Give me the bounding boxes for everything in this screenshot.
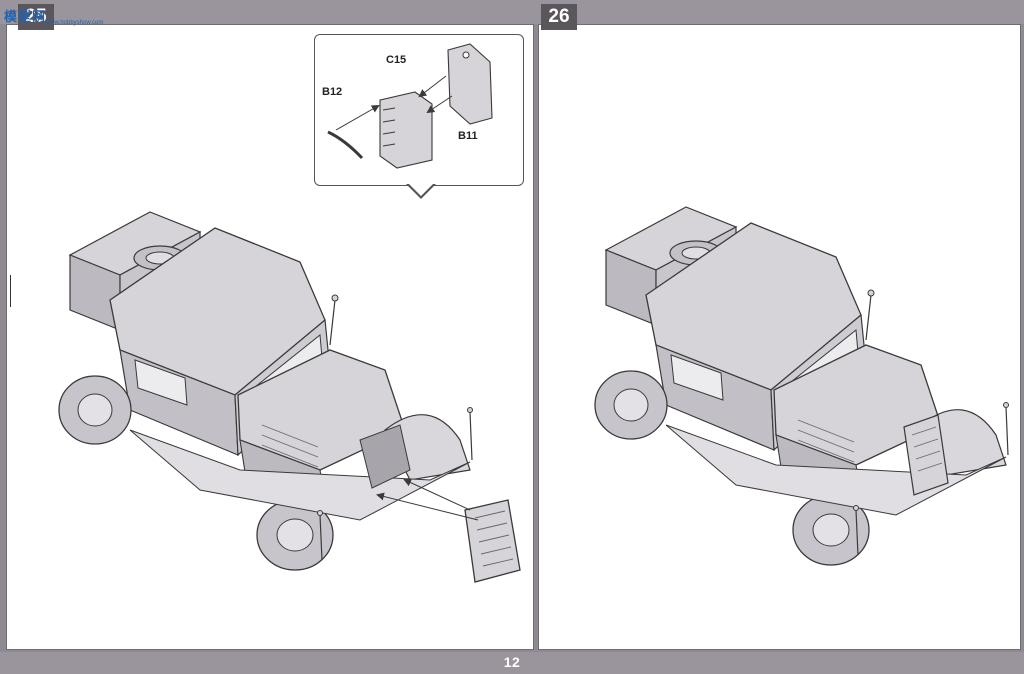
top-band	[0, 0, 1024, 24]
step-26-panel	[538, 24, 1021, 650]
part-label-b11: B11	[458, 130, 478, 142]
step-25-truck	[58, 211, 474, 571]
binding-mark	[10, 275, 11, 307]
watermark-url: www.hobbyshow.com	[46, 20, 104, 26]
grille-part	[376, 478, 521, 583]
part-label-b12: B12	[322, 86, 343, 98]
step-number-25: 25	[18, 4, 54, 30]
page-number: 12	[503, 654, 521, 670]
step-26-truck	[594, 206, 1010, 566]
bottom-band	[0, 652, 1024, 674]
detail-parts	[327, 43, 493, 169]
watermark-logo: 模型网	[4, 9, 47, 24]
step-number-26: 26	[541, 4, 577, 30]
part-label-c15: C15	[386, 54, 407, 66]
